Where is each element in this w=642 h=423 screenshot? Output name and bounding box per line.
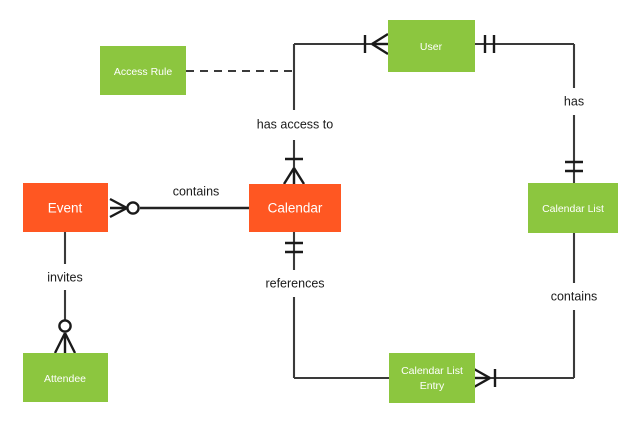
cardinality-calendar-bottom xyxy=(285,241,303,254)
entity-calendar-list-entry-label-line2: Entry xyxy=(420,380,445,392)
entity-attendee-box[interactable] xyxy=(23,353,108,402)
relationship-label-contains-right: contains xyxy=(551,289,598,303)
entity-layer: Access Rule User Event Calendar Calendar… xyxy=(23,20,618,403)
relationship-label-contains-left: contains xyxy=(173,184,220,198)
relationship-label-has-access-to: has access to xyxy=(257,117,333,131)
cardinality-cle-right xyxy=(473,367,497,389)
entity-calendar[interactable]: Calendar xyxy=(249,184,341,232)
entity-calendar-list-entry-label-line1: Calendar List xyxy=(401,365,463,377)
entity-user[interactable]: User xyxy=(388,20,475,72)
entity-event-label: Event xyxy=(48,201,83,216)
entity-calendar-list-box[interactable] xyxy=(528,183,618,233)
entity-access-rule-box[interactable] xyxy=(100,46,186,95)
entity-attendee[interactable]: Attendee xyxy=(23,353,108,402)
cardinality-calendar-list-top xyxy=(565,160,583,173)
entity-calendar-list-label: Calendar List xyxy=(542,203,604,215)
cardinality-calendar-top xyxy=(282,157,306,185)
cardinality-attendee-top xyxy=(53,319,77,354)
cardinality-layer xyxy=(53,32,583,389)
cardinality-user-left xyxy=(363,32,389,56)
cardinality-event-right xyxy=(109,197,140,219)
entity-user-box[interactable] xyxy=(388,20,475,72)
cardinality-user-right xyxy=(483,35,496,53)
entity-user-label: User xyxy=(420,41,443,53)
entity-calendar-list-entry-box[interactable] xyxy=(389,353,475,403)
relationship-label-layer: contains has access to has contains refe… xyxy=(47,94,597,303)
entity-calendar-list[interactable]: Calendar List xyxy=(528,183,618,233)
entity-access-rule-label: Access Rule xyxy=(114,66,173,78)
entity-calendar-box[interactable] xyxy=(249,184,341,232)
entity-event-box[interactable] xyxy=(23,183,108,232)
relationship-label-references: references xyxy=(265,276,324,290)
relationship-label-invites: invites xyxy=(47,270,82,284)
entity-calendar-list-entry[interactable]: Calendar List Entry xyxy=(389,353,475,403)
entity-access-rule[interactable]: Access Rule xyxy=(100,46,186,95)
relationship-label-has: has xyxy=(564,94,584,108)
entity-calendar-label: Calendar xyxy=(268,201,323,216)
entity-event[interactable]: Event xyxy=(23,183,108,232)
entity-attendee-label: Attendee xyxy=(44,373,86,385)
